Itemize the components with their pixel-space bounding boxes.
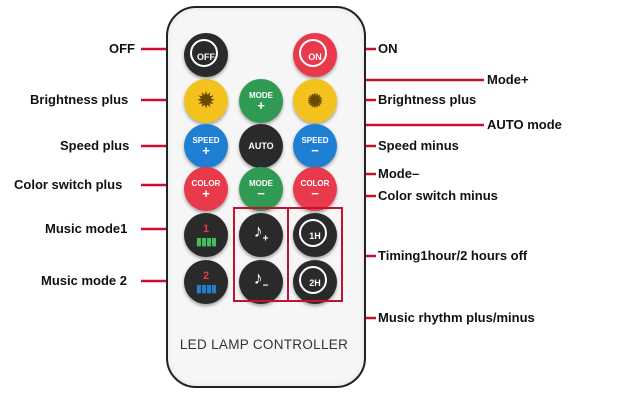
label-music-mode1: Music mode1 (45, 221, 128, 236)
music-mode2-number: 2 (202, 269, 210, 282)
label-music-mode2: Music mode 2 (41, 273, 127, 288)
color-minus-text: COLOR (300, 178, 330, 188)
on-button-label: ON (308, 52, 322, 62)
speed-plus-button[interactable]: SPEED + (184, 124, 228, 168)
color-plus-text: COLOR (191, 178, 221, 188)
sun-icon: ✺ (307, 91, 323, 111)
minus-icon: − (311, 185, 319, 201)
off-button-label: OFF (197, 52, 215, 62)
label-music-rhythm: Music rhythm plus/minus (378, 310, 535, 325)
label-brightness-plus-left: Brightness plus (30, 92, 129, 107)
label-color-switch-plus: Color switch plus (14, 177, 123, 192)
mode-plus-text: MODE (249, 90, 273, 100)
label-on: ON (378, 41, 398, 56)
equalizer-icon: ▮▮▮▮ (195, 282, 217, 295)
plus-icon: + (202, 185, 210, 201)
auto-button[interactable]: AUTO (239, 124, 283, 168)
mode-plus-button[interactable]: MODE + (239, 79, 283, 123)
speed-minus-button[interactable]: SPEED − (293, 124, 337, 168)
timer-2h-button[interactable]: 2H (293, 260, 337, 304)
off-button[interactable]: OFF (184, 33, 228, 77)
timer-2h-text: 2H (309, 278, 321, 288)
equalizer-icon: ▮▮▮▮ (195, 235, 217, 248)
brightness-plus-right-button[interactable]: ✺ (293, 79, 337, 123)
music-rhythm-plus-button[interactable]: ♪+ (239, 213, 283, 257)
music-mode2-button[interactable]: 2 ▮▮▮▮ (184, 260, 228, 304)
music-note-minus-icon: ♪− (253, 267, 269, 292)
plus-icon: + (202, 142, 210, 158)
color-minus-button[interactable]: COLOR − (293, 167, 337, 211)
sun-icon: ✹ (197, 90, 215, 112)
speed-plus-text: SPEED (192, 135, 220, 145)
timer-box (287, 207, 343, 302)
label-speed-plus: Speed plus (60, 138, 130, 153)
mode-minus-text: MODE (249, 178, 273, 188)
music-mode1-button[interactable]: 1 ▮▮▮▮ (184, 213, 228, 257)
label-mode-minus: Mode– (378, 166, 420, 181)
music-note-plus-icon: ♪+ (253, 220, 269, 245)
plus-icon: + (257, 97, 265, 113)
music-rhythm-box (233, 207, 289, 302)
label-auto-mode: AUTO mode (487, 117, 562, 132)
label-speed-minus: Speed minus (378, 138, 459, 153)
label-color-switch-minus: Color switch minus (378, 188, 498, 203)
mode-minus-button[interactable]: MODE − (239, 167, 283, 211)
remote-footer: LED LAMP CONTROLLER (179, 337, 349, 352)
timer-1h-button[interactable]: 1H (293, 213, 337, 257)
music-rhythm-minus-button[interactable]: ♪− (239, 260, 283, 304)
label-mode-plus: Mode+ (487, 72, 529, 87)
brightness-plus-left-button[interactable]: ✹ (184, 79, 228, 123)
speed-minus-text: SPEED (301, 135, 329, 145)
minus-icon: − (311, 142, 319, 158)
auto-text: AUTO (248, 140, 274, 151)
label-brightness-plus-right: Brightness plus (378, 92, 477, 107)
music-mode1-number: 1 (202, 222, 210, 235)
minus-icon: − (257, 185, 265, 201)
label-off: OFF (109, 41, 135, 56)
on-button[interactable]: ON (293, 33, 337, 77)
label-timing: Timing1hour/2 hours off (378, 248, 528, 263)
color-plus-button[interactable]: COLOR + (184, 167, 228, 211)
timer-1h-text: 1H (309, 231, 321, 241)
